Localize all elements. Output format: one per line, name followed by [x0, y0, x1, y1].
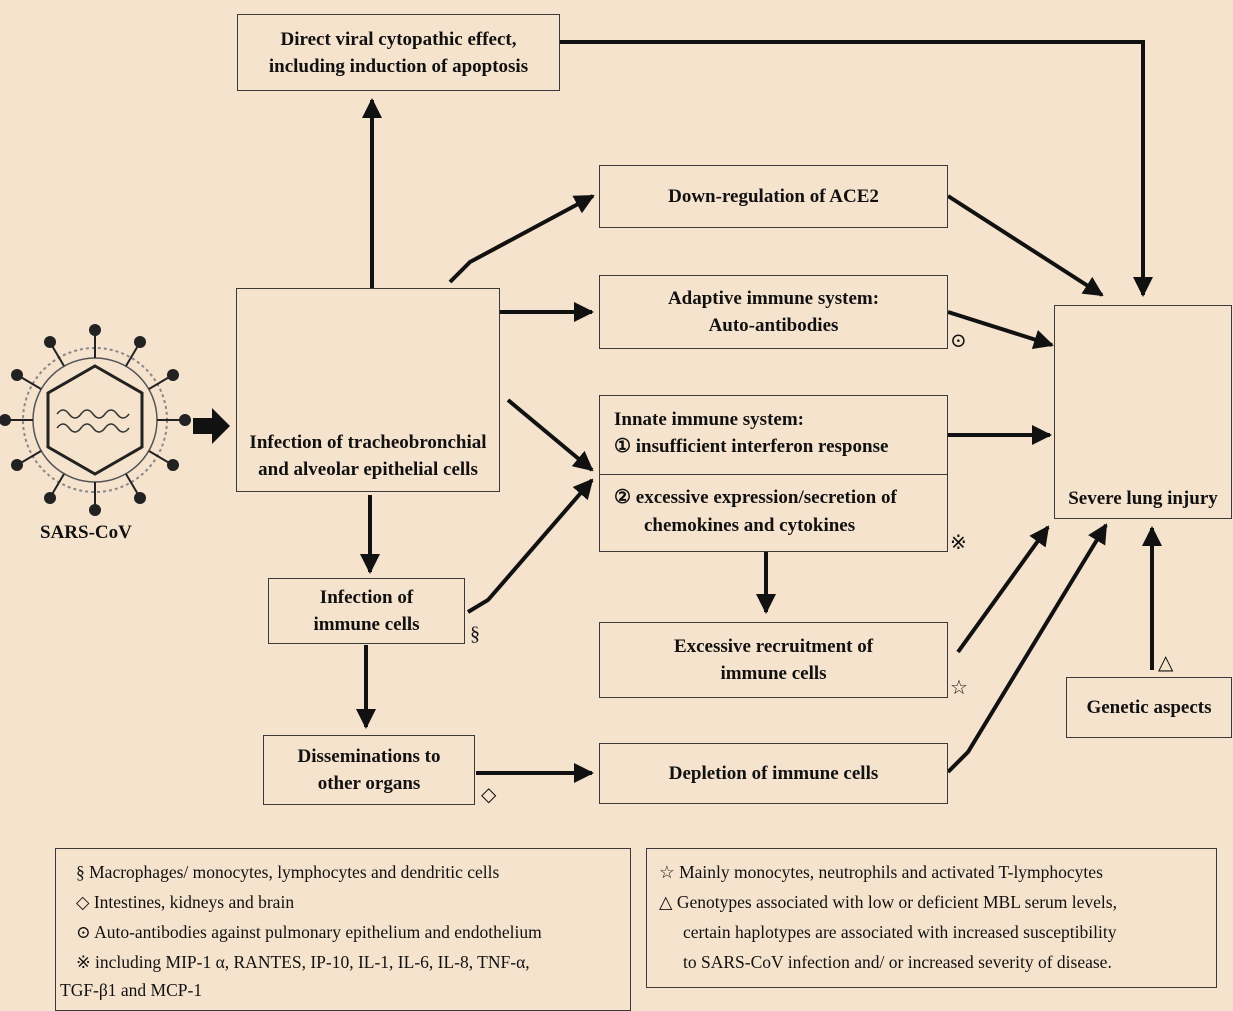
star-symbol: ☆ [950, 677, 968, 699]
lung-label: Severe lung injury [1068, 488, 1218, 509]
disseminations-line-2: other organs [317, 773, 421, 794]
virus-illustration [0, 324, 191, 516]
arrow-virus-to-infection [193, 408, 230, 444]
cytopathic-line-1: Direct viral cytopathic effect, [280, 28, 517, 50]
arrow-depletion-to-lung [946, 523, 1108, 774]
innate-item-1: ① insufficient interferon response [614, 436, 889, 457]
recruitment-line-1: Excessive recruitment of [673, 636, 874, 657]
legend-left-row-5: TGF-β1 and MCP-1 [60, 980, 203, 1000]
arrow-recruitment-to-lung [956, 525, 1050, 654]
legend-left-row-2: ◇ Intestines, kidneys and brain [76, 892, 295, 912]
virus-label: SARS-CoV [40, 522, 132, 543]
legend-left-row-3: ⊙ Auto-antibodies against pulmonary epit… [76, 922, 542, 942]
box-innate-immune: Innate immune system: ① insufficient int… [599, 395, 948, 552]
innate-item-2b: chemokines and cytokines [644, 515, 856, 536]
circled-dot-symbol: ⊙ [950, 330, 967, 352]
box-infection-epithelial: Infection of tracheobronchial and alveol… [236, 288, 500, 492]
innate-item-2a: ② excessive expression/secretion of [614, 487, 897, 508]
box-infection-immune-cells: Infection of immune cells [268, 578, 465, 644]
innate-title: Innate immune system: [614, 409, 804, 430]
box-disseminations: Disseminations to other organs [263, 735, 475, 805]
cytopathic-line-2: including induction of apoptosis [268, 55, 529, 77]
arrow-infection-to-innate [506, 398, 594, 472]
box-genetic-aspects: Genetic aspects [1066, 677, 1232, 738]
box-depletion: Depletion of immune cells [599, 743, 948, 804]
arrow-adaptive-to-lung [947, 310, 1054, 350]
box-direct-cytopathic-effect: Direct viral cytopathic effect, includin… [237, 14, 560, 91]
infection-epithelial-line-2: and alveolar epithelial cells [258, 459, 478, 480]
arrow-immune-cells-to-innate [466, 478, 594, 614]
arrow-ace2-to-lung [946, 194, 1104, 297]
recruitment-line-2: immune cells [720, 663, 827, 684]
legend-right: ☆ Mainly monocytes, neutrophils and acti… [646, 848, 1217, 988]
infection-epithelial-line-1: Infection of tracheobronchial [249, 432, 487, 453]
adaptive-line-2: Auto-antibodies [708, 315, 839, 336]
legend-right-row-1: ☆ Mainly monocytes, neutrophils and acti… [659, 862, 1103, 882]
adaptive-line-1: Adaptive immune system: [667, 288, 880, 309]
innate-divider [600, 474, 947, 475]
infection-immune-line-1: Infection of [319, 587, 414, 608]
legend-left: § Macrophages/ monocytes, lymphocytes an… [55, 848, 631, 1011]
triangle-symbol: △ [1158, 652, 1174, 674]
infection-immune-line-2: immune cells [313, 614, 420, 635]
ace2-label: Down-regulation of ACE2 [668, 186, 879, 207]
legend-left-row-4: ※ including MIP-1 α, RANTES, IP-10, IL-1… [76, 952, 530, 972]
depletion-label: Depletion of immune cells [668, 763, 879, 784]
diamond-symbol: ◇ [481, 784, 497, 806]
box-severe-lung-injury: Severe lung injury [1054, 305, 1232, 519]
legend-left-row-1: § Macrophages/ monocytes, lymphocytes an… [76, 862, 500, 882]
legend-right-row-4: to SARS-CoV infection and/ or increased … [683, 952, 1112, 972]
arrow-infection-to-ace2 [448, 194, 595, 284]
box-excessive-recruitment: Excessive recruitment of immune cells [599, 622, 948, 698]
arrow-cytopathic-to-lung [560, 40, 1153, 297]
disseminations-line-1: Disseminations to [297, 746, 441, 767]
box-ace2-downregulation: Down-regulation of ACE2 [599, 165, 948, 228]
section-symbol: § [470, 623, 480, 645]
reference-mark-symbol: ※ [950, 532, 967, 554]
box-adaptive-immune: Adaptive immune system: Auto-antibodies [599, 275, 948, 349]
genetic-label: Genetic aspects [1086, 697, 1212, 718]
legend-right-row-3: certain haplotypes are associated with i… [683, 922, 1117, 942]
legend-right-row-2: △ Genotypes associated with low or defic… [659, 892, 1117, 912]
